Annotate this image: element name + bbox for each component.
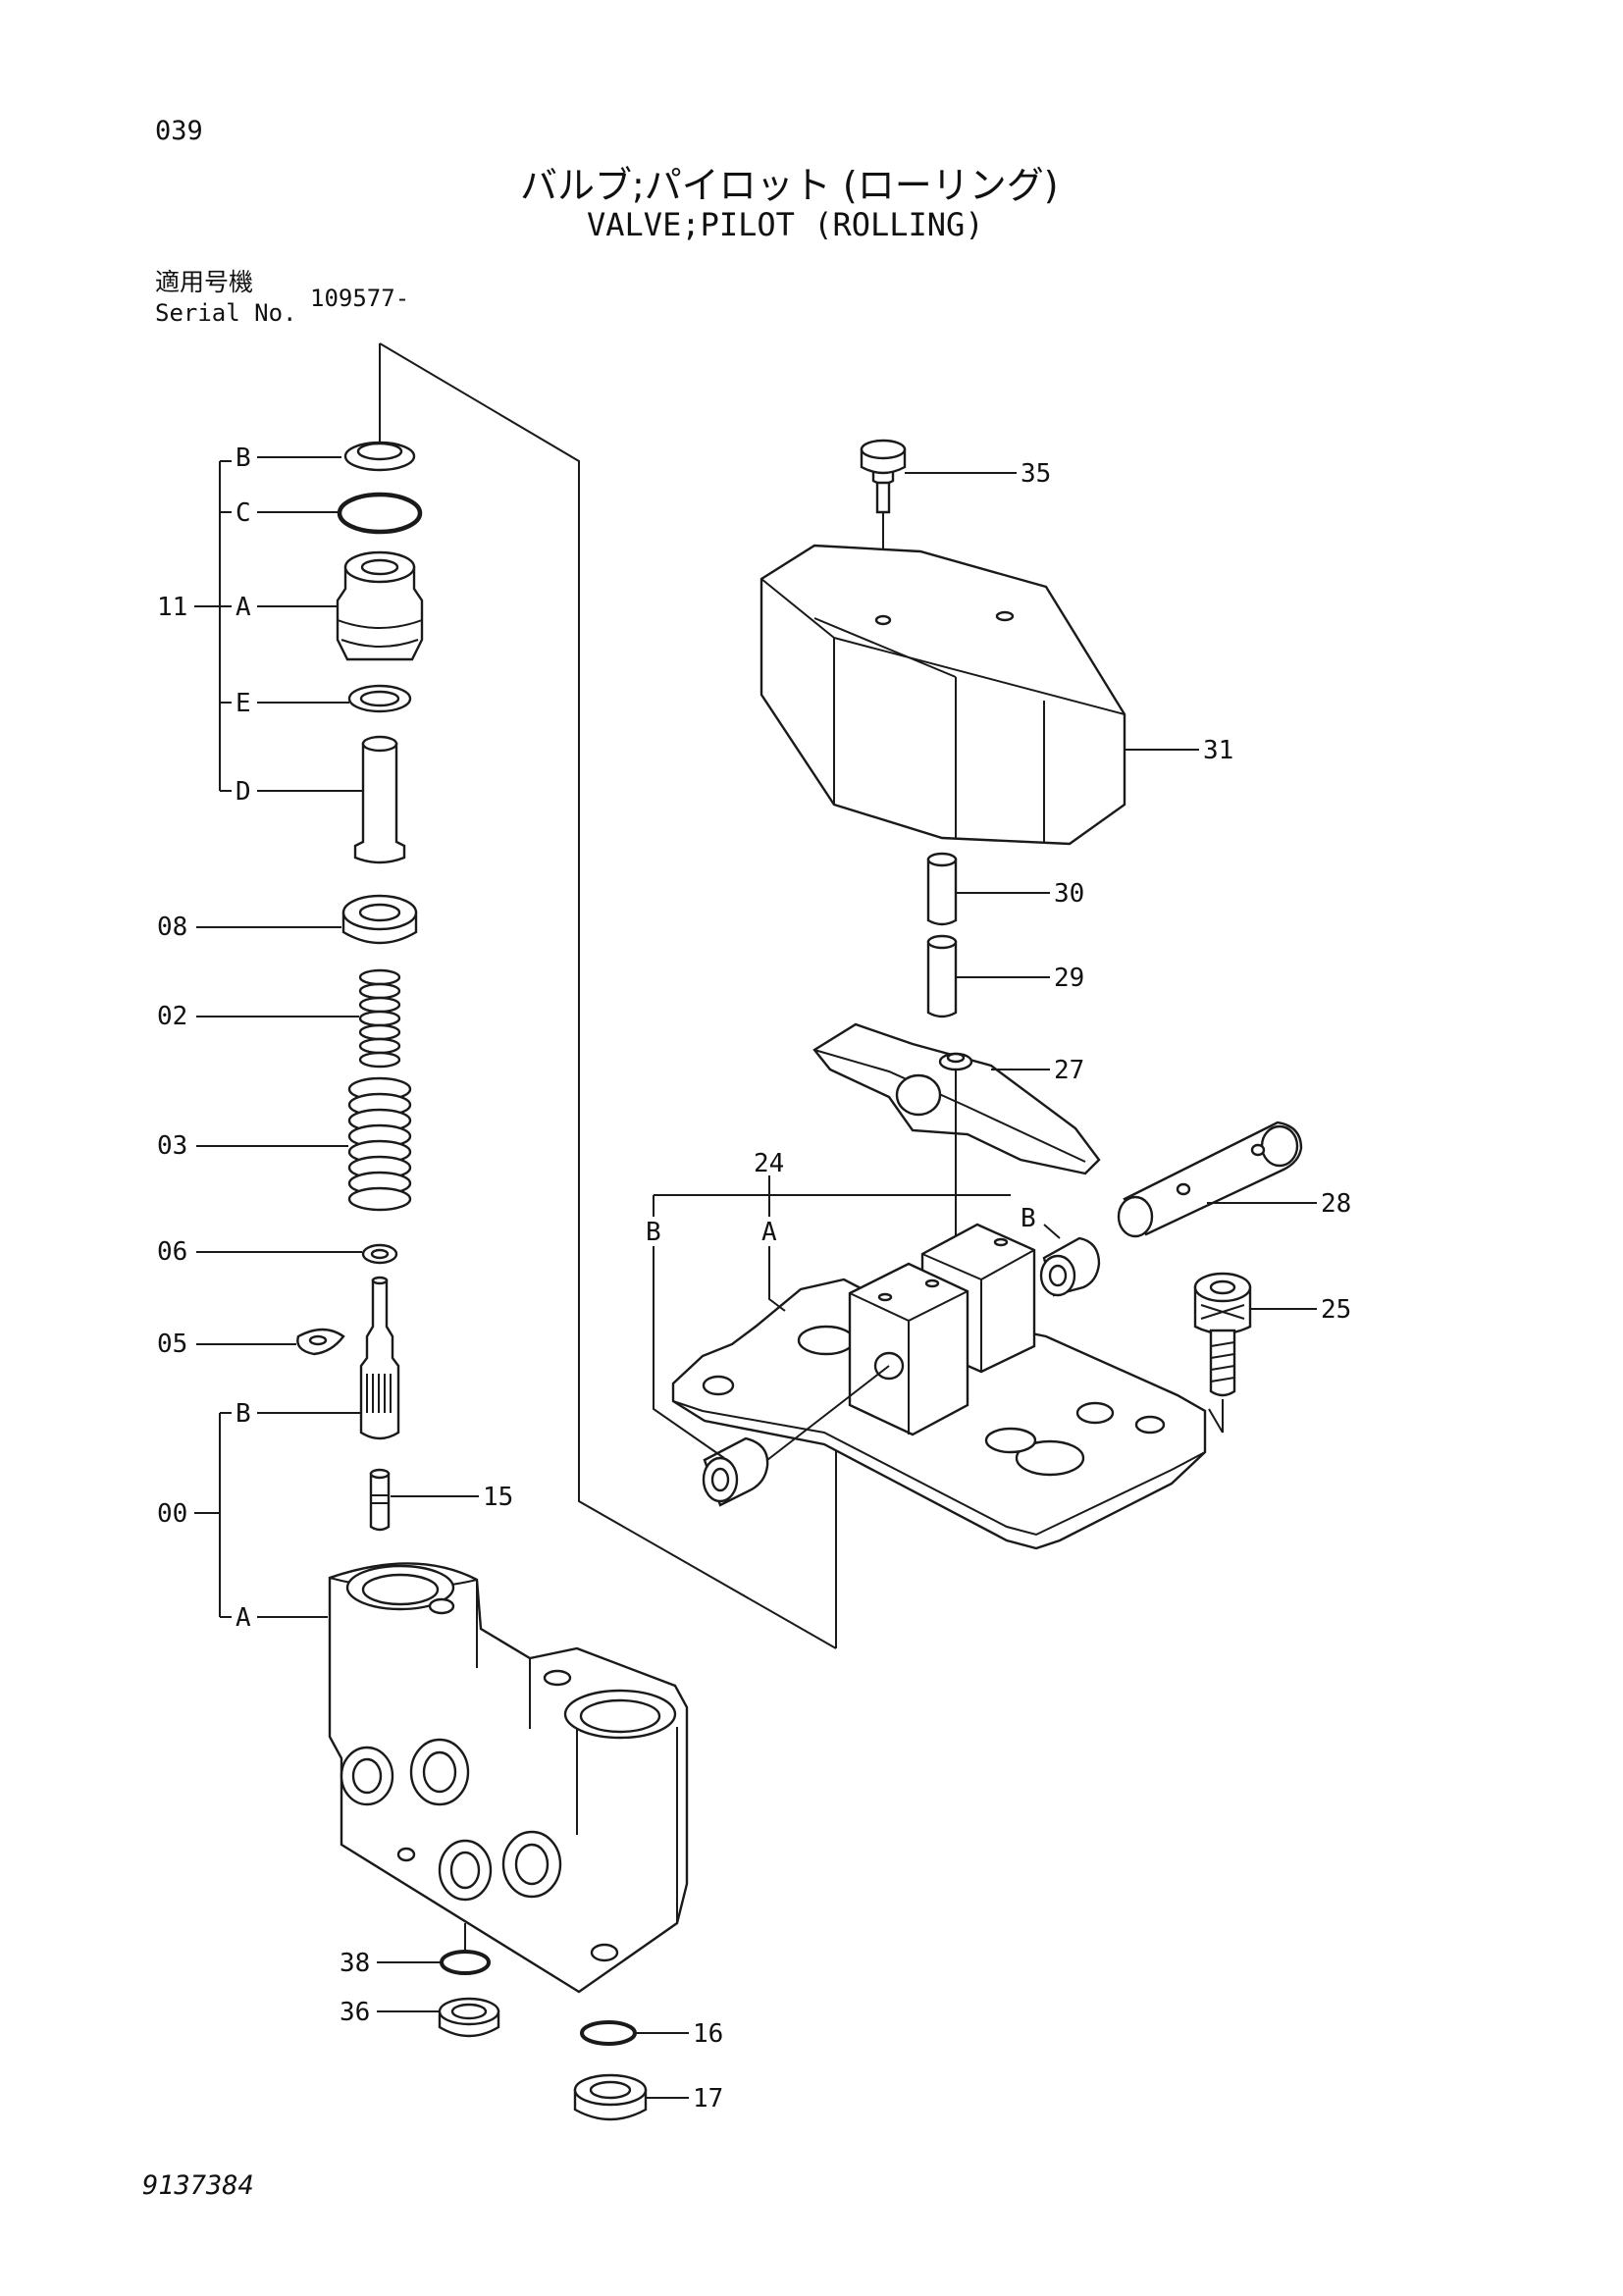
callout-16: 16	[693, 2019, 723, 2049]
callout-group-00: 00 B A 15	[157, 1399, 513, 1633]
callout-11: 11	[157, 593, 187, 622]
callout-24-a: A	[761, 1218, 777, 1247]
serial-label-japanese: 適用号機	[155, 268, 254, 296]
part-00a-valve-body	[328, 1562, 689, 1994]
assembly-connector-lines	[379, 342, 837, 1649]
callout-36: 36	[340, 1998, 370, 2027]
callout-08: 08	[157, 913, 187, 942]
callout-24-b-right: B	[1021, 1204, 1036, 1233]
callout-24: 24	[754, 1149, 784, 1178]
part-03-outer-spring	[347, 1076, 412, 1212]
serial-label-english: Serial No.	[155, 299, 297, 327]
callouts-springs: 08 02 03 06 05	[157, 913, 362, 1359]
part-35-bolt	[860, 439, 907, 618]
page-number: 039	[155, 116, 203, 146]
callout-35: 35	[1021, 459, 1051, 489]
part-25-socket-bolt	[1193, 1272, 1252, 1433]
callout-11-d: D	[236, 777, 251, 807]
callout-29: 29	[1054, 964, 1084, 993]
part-11d-push-rod	[353, 735, 406, 864]
callout-group-11: 11 B C A E D	[157, 444, 363, 807]
part-31-cover	[759, 544, 1126, 846]
part-36-plug	[438, 1997, 500, 2038]
callout-06: 06	[157, 1237, 187, 1267]
callouts-bottom: 38 36 16 17	[340, 1923, 723, 2113]
part-16-o-ring	[580, 2020, 637, 2046]
callout-30: 30	[1054, 879, 1084, 909]
callout-00-b: B	[236, 1399, 251, 1429]
callout-15: 15	[483, 1483, 513, 1512]
callout-05: 05	[157, 1330, 187, 1359]
callout-11-e: E	[236, 689, 251, 718]
part-08-spring-seat	[341, 894, 418, 945]
callouts-right-assembly: 35 31 30 29 27 24 B A B 28 25	[646, 459, 1351, 1459]
part-11a-plug	[336, 550, 424, 661]
part-15-pin	[369, 1468, 391, 1532]
part-29-sleeve	[926, 934, 958, 1018]
serial-value: 109577-	[310, 285, 410, 312]
part-11b-seal	[343, 441, 416, 472]
callout-17: 17	[693, 2084, 723, 2113]
part-05-retainer	[296, 1328, 345, 1356]
title-english: VALVE;PILOT (ROLLING)	[587, 206, 984, 243]
part-02-inner-spring	[358, 968, 401, 1069]
callout-11-c: C	[236, 498, 251, 528]
callout-25: 25	[1321, 1295, 1351, 1325]
callout-28: 28	[1321, 1189, 1351, 1219]
part-24b-bushing-right	[1039, 1236, 1101, 1297]
drawing-number: 9137384	[142, 2170, 254, 2201]
callout-38: 38	[340, 1949, 370, 1978]
callout-27: 27	[1054, 1056, 1084, 1085]
callout-31: 31	[1203, 736, 1233, 765]
part-00b-spool	[359, 1276, 400, 1440]
callout-11-b: B	[236, 444, 251, 473]
part-38-o-ring	[440, 1950, 491, 1975]
callout-00-a: A	[236, 1603, 251, 1633]
title-japanese: バルブ;パイロット (ローリング)	[520, 164, 1059, 207]
part-24-block-front	[848, 1262, 969, 1436]
part-30-sleeve	[926, 852, 958, 926]
callout-11-a: A	[236, 593, 251, 622]
part-06-washer	[361, 1243, 398, 1265]
part-11c-o-ring	[337, 492, 423, 535]
callout-00: 00	[157, 1499, 187, 1529]
part-27-rocker-arm	[812, 1022, 1101, 1241]
callout-03: 03	[157, 1131, 187, 1161]
callout-02: 02	[157, 1002, 187, 1031]
part-17-plug	[573, 2073, 648, 2121]
part-11e-ring	[347, 684, 412, 713]
part-28-pin	[1117, 1121, 1303, 1238]
callout-24-b-left: B	[646, 1218, 661, 1247]
